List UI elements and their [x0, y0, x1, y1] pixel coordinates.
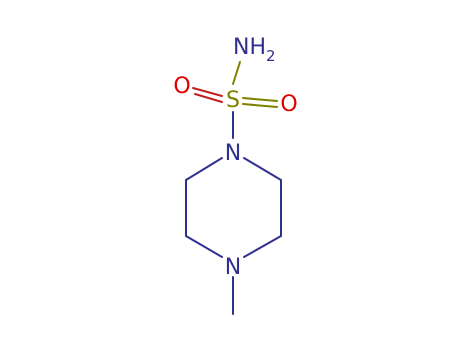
- bonds: [185, 61, 282, 315]
- bond-n-top-c-right: [243, 157, 282, 181]
- bond-s-nh2: [232, 61, 241, 85]
- bond-c-bottomleft-n-bottom: [185, 235, 223, 258]
- atom-s: S: [226, 88, 240, 113]
- atom-nh2: NH2: [233, 35, 276, 65]
- atom-labels: NH2 S O O N N: [173, 35, 297, 280]
- bond-s-o-right-2: [242, 103, 278, 108]
- bond-s-o-left-2: [194, 93, 223, 103]
- atom-o-left: O: [173, 74, 190, 99]
- atom-n-top: N: [225, 141, 241, 166]
- bond-s-o-right-1: [242, 97, 278, 102]
- bond-n-top-c-left: [185, 157, 223, 181]
- atom-n-bottom: N: [225, 255, 241, 280]
- bond-c-bottomright-n-bottom: [243, 235, 282, 258]
- bond-s-o-left-1: [192, 87, 223, 97]
- atom-o-right: O: [280, 92, 297, 117]
